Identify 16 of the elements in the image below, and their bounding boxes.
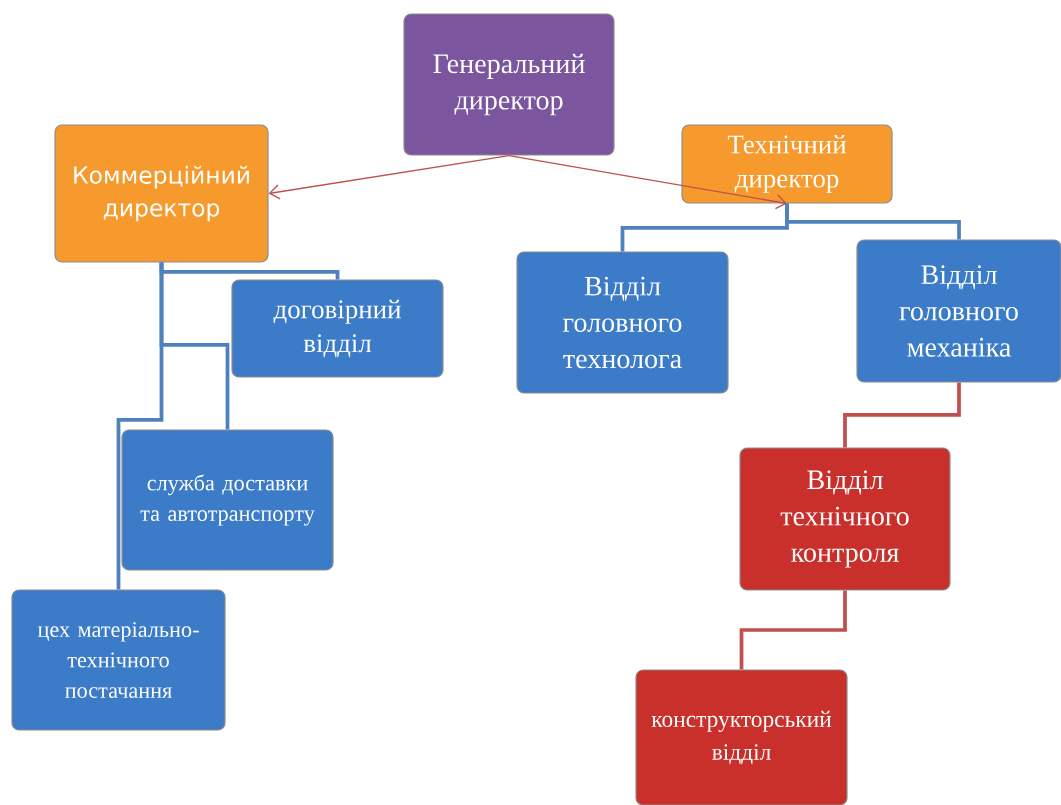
process-box: Технічний директор [681, 124, 893, 204]
arrow [508, 154, 787, 210]
process-box: Генеральний директор [403, 13, 615, 156]
process-box: служба доставки та автотранспорту [121, 429, 334, 571]
process-box: Відділ головного механіка [856, 239, 1061, 383]
process-box: Відділ технічного контроля [739, 447, 951, 591]
process-box: Відділ головного технолога [516, 251, 729, 394]
arrow [268, 154, 510, 200]
connector-line [785, 203, 961, 240]
process-box: конструкторський відділ [635, 669, 848, 805]
process-box: цех матеріально-технічного постачання [11, 589, 226, 731]
process-box: Коммерційний директор [54, 124, 269, 263]
process-box: договірний відділ [231, 279, 444, 378]
connector-line [739, 590, 847, 670]
connector-line [843, 382, 961, 448]
connector-line [116, 262, 164, 590]
